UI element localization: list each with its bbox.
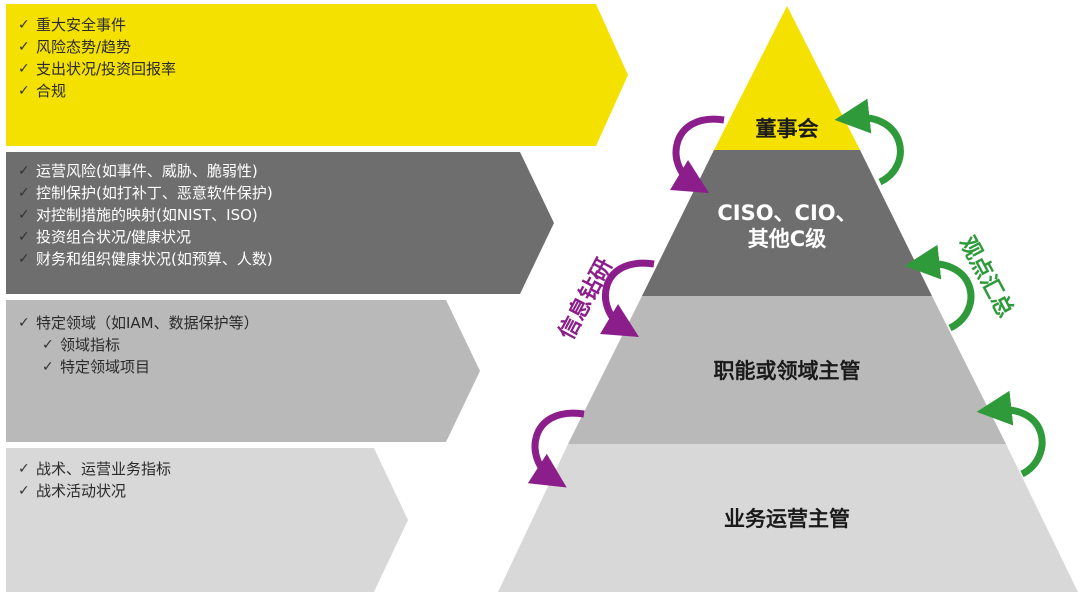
curved-arrow-down-icon [599, 259, 655, 338]
tier-label-line: 职能或领域主管 [713, 359, 861, 383]
check-icon: ✓ [18, 61, 30, 77]
arrow-list-item-text: 特定领域（如IAM、数据保护等） [36, 314, 259, 332]
arrow-list-2: ✓ 运营风险(如事件、威胁、脆弱性) ✓ 控制保护(如打补丁、恶意软件保护) ✓ 对控制措… [18, 160, 273, 270]
tier-label-line: CISO、CIO、 [717, 201, 857, 225]
arrow-list-item-text: 领域指标 [60, 336, 121, 354]
tier-label-3: 职能或领域主管 [687, 358, 887, 384]
arrow-list-4: ✓ 战术、运营业务指标 ✓ 战术活动状况 [18, 458, 171, 502]
tier-label-line: 业务运营主管 [724, 507, 850, 531]
arrow-list-item-text: 战术、运营业务指标 [36, 460, 172, 478]
pyramid-tier-1 [714, 6, 860, 150]
arrow-list-item: ✓ 领域指标 [18, 334, 259, 356]
check-icon: ✓ [42, 359, 54, 375]
arrow-list-item-text: 运营风险(如事件、威胁、脆弱性) [36, 162, 258, 180]
tier-label-line: 董事会 [755, 117, 819, 141]
arrow-list-item: ✓ 风险态势/趋势 [18, 36, 176, 58]
arrow-list-item: ✓ 特定领域项目 [18, 356, 259, 378]
curved-arrow-up-icon [834, 98, 904, 186]
check-icon: ✓ [18, 163, 30, 179]
curved-arrow-up-icon [976, 390, 1046, 478]
pyramid-tier-4 [498, 444, 1078, 592]
curved-arrow-down-icon [527, 409, 585, 488]
curved-arrow-up-icon [904, 244, 975, 332]
arrow-list-item-text: 投资组合状况/健康状况 [36, 228, 192, 246]
tier-label-4: 业务运营主管 [687, 506, 887, 532]
arrow-list-item: ✓ 支出状况/投资回报率 [18, 58, 176, 80]
arrow-list-item: ✓ 控制保护(如打补丁、恶意软件保护) [18, 182, 273, 204]
tier-label-line: 其他C级 [747, 227, 827, 251]
arrow-list-item-text: 对控制措施的映射(如NIST、ISO) [36, 206, 258, 224]
arrow-list-item: ✓ 投资组合状况/健康状况 [18, 226, 273, 248]
arrow-list-item-text: 支出状况/投资回报率 [36, 60, 177, 78]
arrow-list-3: ✓ 特定领域（如IAM、数据保护等） ✓ 领域指标 ✓ 特定领域项目 [18, 312, 259, 378]
arrow-list-item-text: 战术活动状况 [36, 482, 127, 500]
arrow-list-item: ✓ 合规 [18, 80, 176, 102]
arrow-shape-4 [6, 448, 408, 592]
arrow-list-1: ✓ 重大安全事件 ✓ 风险态势/趋势 ✓ 支出状况/投资回报率 ✓ 合规 [18, 14, 176, 102]
arrow-shape-2 [6, 152, 554, 294]
pyramid-tier-3 [568, 296, 1006, 444]
arrow-list-item: ✓ 战术、运营业务指标 [18, 458, 171, 480]
arrow-list-item: ✓ 对控制措施的映射(如NIST、ISO) [18, 204, 273, 226]
tier-label-1: 董事会 [727, 116, 847, 142]
arrow-shape-3 [6, 300, 480, 442]
check-icon: ✓ [18, 83, 30, 99]
check-icon: ✓ [18, 251, 30, 267]
check-icon: ✓ [18, 39, 30, 55]
arrow-list-item-text: 合规 [36, 82, 67, 100]
check-icon: ✓ [42, 337, 54, 353]
arrow-list-item-text: 特定领域项目 [60, 358, 151, 376]
check-icon: ✓ [18, 229, 30, 245]
check-icon: ✓ [18, 185, 30, 201]
check-icon: ✓ [18, 315, 30, 331]
check-icon: ✓ [18, 483, 30, 499]
arrow-list-item: ✓ 财务和组织健康状况(如预算、人数) [18, 248, 273, 270]
arrow-list-item-text: 风险态势/趋势 [36, 38, 132, 56]
curved-arrow-down-icon [669, 115, 725, 194]
arrow-list-item: ✓ 战术活动状况 [18, 480, 171, 502]
arrow-list-item: ✓ 重大安全事件 [18, 14, 176, 36]
arrow-list-item: ✓ 运营风险(如事件、威胁、脆弱性) [18, 160, 273, 182]
pyramid-tier-2 [642, 150, 932, 296]
arrow-list-item-text: 财务和组织健康状况(如预算、人数) [36, 250, 273, 268]
arrow-list-item-text: 重大安全事件 [36, 16, 127, 34]
arrow-list-item-text: 控制保护(如打补丁、恶意软件保护) [36, 184, 273, 202]
check-icon: ✓ [18, 207, 30, 223]
arrow-list-item: ✓ 特定领域（如IAM、数据保护等） [18, 312, 259, 334]
arrow-shape-1 [6, 4, 628, 146]
check-icon: ✓ [18, 461, 30, 477]
tier-label-2: CISO、CIO、其他C级 [697, 200, 877, 252]
check-icon: ✓ [18, 17, 30, 33]
